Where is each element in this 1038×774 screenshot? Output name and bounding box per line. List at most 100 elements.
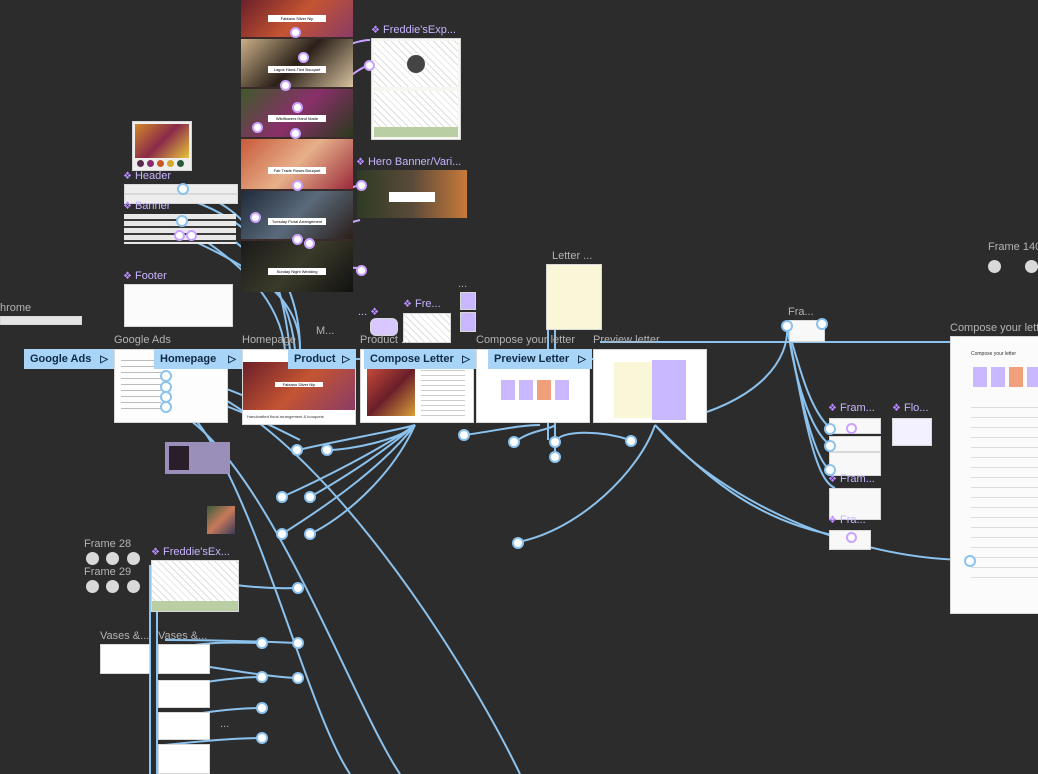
connector-dot[interactable] — [321, 444, 333, 456]
component-connector-dot[interactable] — [356, 265, 367, 276]
vases-frame-3[interactable] — [158, 680, 210, 708]
preview-frame-label: Preview letter — [593, 334, 660, 346]
connector-dot[interactable] — [177, 183, 189, 195]
fram2-frame[interactable] — [829, 488, 881, 520]
component-fram3-label: ❖Fra... — [828, 514, 866, 526]
compose-letter-big-frame[interactable]: Compose your letter — [950, 336, 1038, 614]
vases-frame-2[interactable] — [158, 644, 210, 674]
connector-dot[interactable] — [549, 451, 561, 463]
hero-card-caption-6: Sunday Night Wedding — [268, 268, 326, 275]
component-connector-dot[interactable] — [292, 102, 303, 113]
component-connector-dot[interactable] — [292, 180, 303, 191]
component-connector-dot[interactable] — [186, 230, 197, 241]
connector-dot[interactable] — [508, 436, 520, 448]
hero-card-caption-5: Tuesday Floral Arrangement — [268, 218, 326, 225]
flo-frame[interactable] — [892, 418, 932, 446]
moodboard-frame[interactable] — [132, 121, 192, 171]
connector-dot[interactable] — [549, 436, 561, 448]
connector-dot[interactable] — [292, 637, 304, 649]
frame-140-dot-2[interactable] — [1025, 260, 1038, 273]
component-connector-dot[interactable] — [280, 80, 291, 91]
google-ads-frame-label: Google Ads — [114, 334, 171, 346]
vases-frame-1[interactable] — [100, 644, 150, 674]
component-connector-dot[interactable] — [292, 234, 303, 245]
component-connector-dot[interactable] — [304, 238, 315, 249]
component-freddies-bottom-label: ❖Freddie'sEx... — [151, 546, 230, 558]
frame-29-dot-2[interactable] — [106, 580, 119, 593]
frame-29-dot-3[interactable] — [127, 580, 140, 593]
connector-dot[interactable] — [291, 444, 303, 456]
play-icon: ▷ — [578, 353, 586, 365]
small-flower-frame-2[interactable] — [460, 312, 476, 332]
flow-preview-letter[interactable]: Preview Letter▷ — [488, 349, 592, 369]
frame-29-label: Frame 29 — [84, 566, 132, 578]
connector-dot[interactable] — [256, 702, 268, 714]
chrome-frame[interactable] — [0, 316, 82, 325]
connector-dot[interactable] — [292, 582, 304, 594]
connector-dot[interactable] — [512, 537, 524, 549]
connector-dot[interactable] — [458, 429, 470, 441]
hero-banner-frame[interactable] — [357, 170, 467, 218]
letter-frame[interactable] — [546, 264, 602, 330]
people-photo-frame[interactable] — [207, 506, 235, 534]
purple-banner-frame[interactable] — [165, 442, 230, 474]
moodboard-photo — [135, 124, 189, 158]
preview-letter-frame[interactable] — [593, 349, 707, 423]
fre-frame[interactable] — [403, 313, 451, 343]
component-connector-dot[interactable] — [298, 52, 309, 63]
connector-dot[interactable] — [816, 318, 828, 330]
hero-card-caption-1: Fabiano Silver Nip — [268, 15, 326, 22]
component-connector-dot[interactable] — [252, 122, 263, 133]
frame-28-dot-1[interactable] — [86, 552, 99, 565]
frame-140-dot-1[interactable] — [988, 260, 1001, 273]
connector-dot[interactable] — [256, 637, 268, 649]
connector-dot[interactable] — [304, 528, 316, 540]
play-icon: ▷ — [100, 353, 108, 365]
connector-dot[interactable] — [276, 491, 288, 503]
fram1-frame-b[interactable] — [829, 436, 881, 452]
frame-28-dot-3[interactable] — [127, 552, 140, 565]
component-connector-dot[interactable] — [290, 27, 301, 38]
component-connector-dot[interactable] — [174, 230, 185, 241]
connector-dot[interactable] — [176, 215, 188, 227]
component-connector-dot[interactable] — [290, 128, 301, 139]
component-connector-dot[interactable] — [846, 423, 857, 434]
component-connector-dot[interactable] — [846, 532, 857, 543]
play-icon: ▷ — [462, 353, 470, 365]
compose-big-title: Compose your letter — [971, 351, 1017, 357]
component-connector-dot[interactable] — [250, 212, 261, 223]
frame-29-dot-1[interactable] — [86, 580, 99, 593]
frame-28-dot-2[interactable] — [106, 552, 119, 565]
connector-dot[interactable] — [964, 555, 976, 567]
footer-frame[interactable] — [124, 284, 233, 327]
connector-dot[interactable] — [304, 491, 316, 503]
freddies-top-frame[interactable] — [371, 38, 461, 140]
connector-dot[interactable] — [625, 435, 637, 447]
connector-dot[interactable] — [256, 671, 268, 683]
component-icon: ❖ — [828, 474, 837, 485]
connector-dot[interactable] — [292, 672, 304, 684]
vases-frame-5[interactable] — [158, 744, 210, 774]
flow-compose-letter[interactable]: Compose Letter▷ — [364, 349, 476, 369]
compose-big-content — [971, 407, 1038, 587]
connector-dot[interactable] — [824, 423, 836, 435]
connector-dot[interactable] — [276, 528, 288, 540]
freddies-bottom-frame[interactable] — [151, 560, 239, 612]
vases-frame-4[interactable] — [158, 712, 210, 740]
component-header-label: ❖Header — [123, 170, 172, 182]
connector-dot[interactable] — [160, 401, 172, 413]
purple-dots-frame[interactable] — [370, 318, 398, 336]
hero-card-stack[interactable]: Fabiano Silver Nip Lagos Hand-Tied Bouqu… — [241, 0, 353, 292]
component-footer-label: ❖Footer — [123, 270, 167, 282]
connector-dot[interactable] — [824, 440, 836, 452]
small-flower-frame-1[interactable] — [460, 292, 476, 310]
flow-homepage[interactable]: Homepage▷ — [154, 349, 242, 369]
ellipsis-label-1: ... — [458, 278, 468, 290]
flow-product[interactable]: Product▷ — [288, 349, 356, 369]
connector-dot[interactable] — [824, 464, 836, 476]
component-connector-dot[interactable] — [364, 60, 375, 71]
flow-google-ads[interactable]: Google Ads▷ — [24, 349, 114, 369]
connector-dot[interactable] — [781, 320, 793, 332]
connector-dot[interactable] — [256, 732, 268, 744]
component-connector-dot[interactable] — [356, 180, 367, 191]
